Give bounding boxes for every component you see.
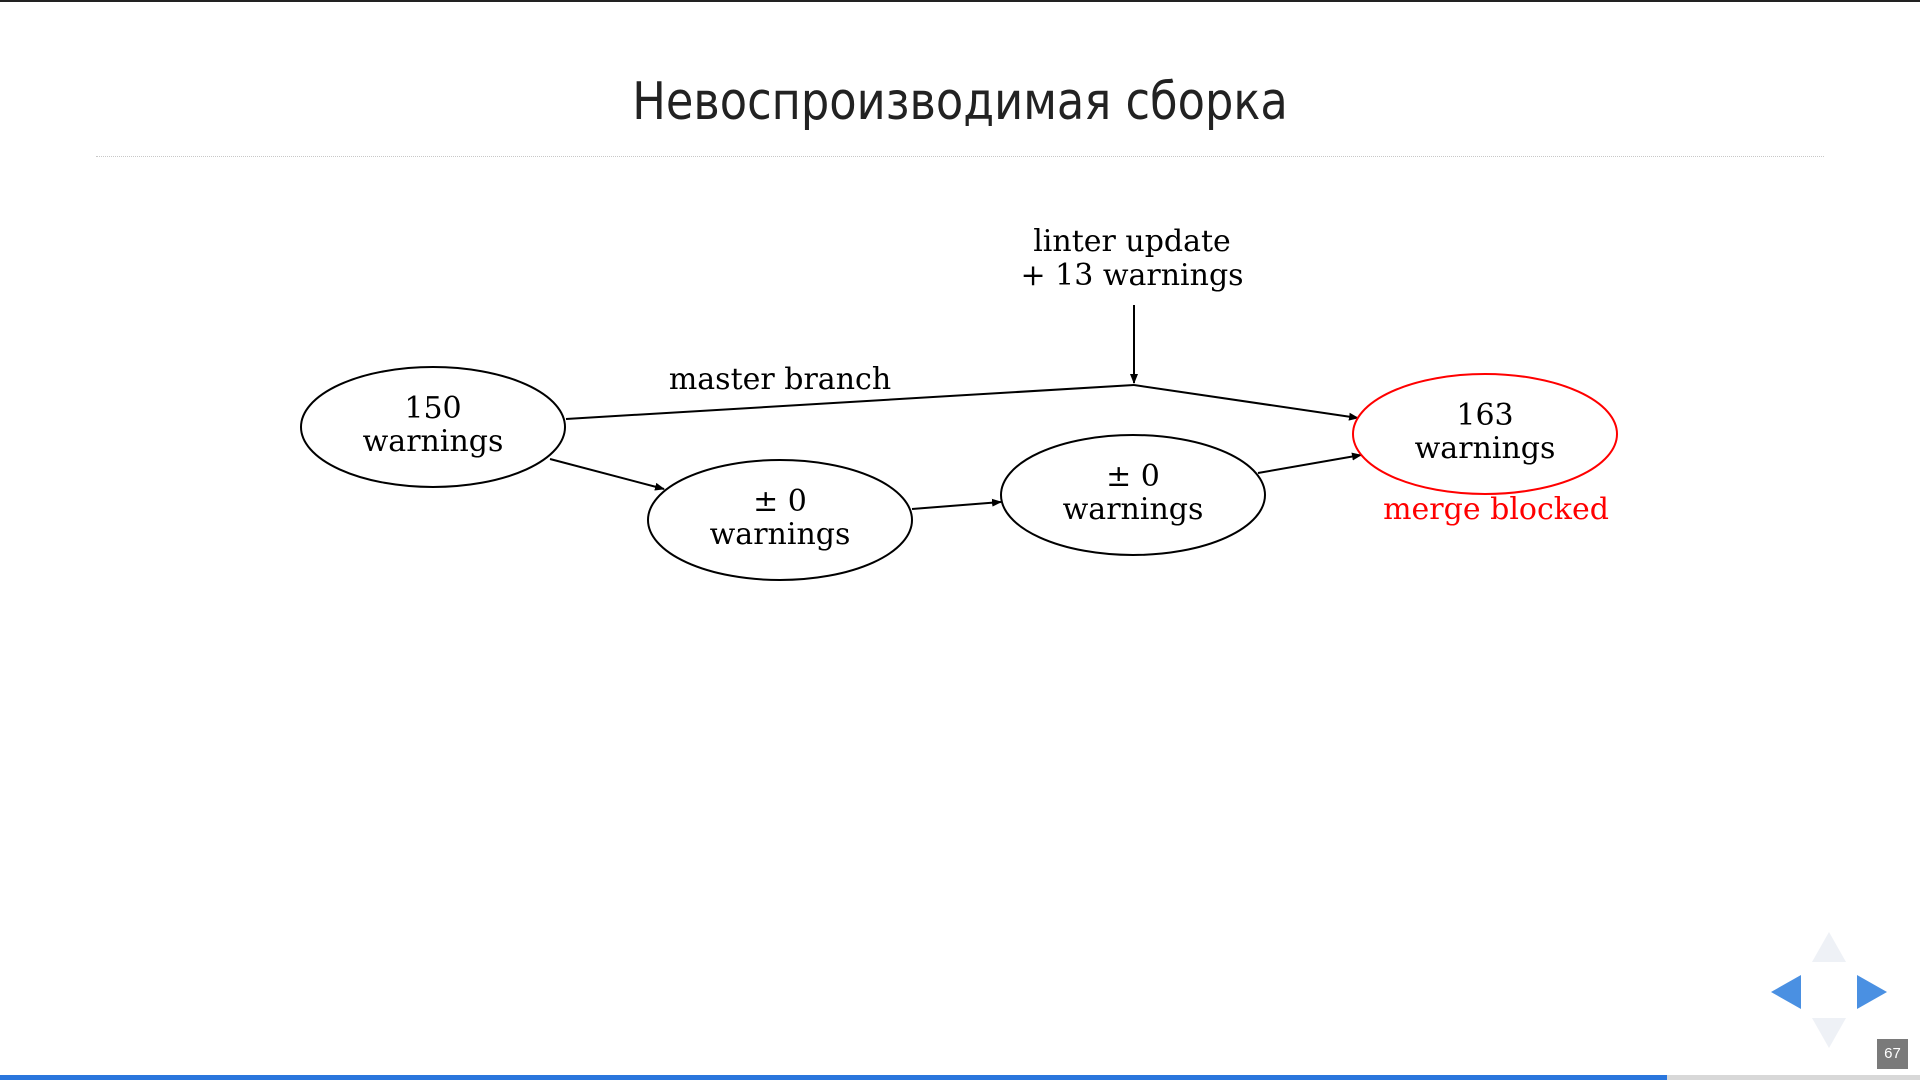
arrow-right-icon[interactable] xyxy=(1857,975,1887,1009)
arrow-left-icon[interactable] xyxy=(1771,975,1801,1009)
node-start-value: 150 xyxy=(404,391,461,426)
progress-bar-fill xyxy=(0,1075,1667,1080)
slide-title: Невоспроизводимая сборка xyxy=(632,72,1288,132)
node-start-label: warnings xyxy=(363,424,504,459)
node-mid1 xyxy=(647,459,913,581)
edge-master-branch xyxy=(565,384,1135,420)
node-mid2 xyxy=(1000,434,1266,556)
node-end-value: 163 xyxy=(1456,398,1513,433)
node-mid1-label: warnings xyxy=(710,517,851,552)
edge-mid1-to-mid2 xyxy=(911,498,1002,510)
node-end-label: warnings xyxy=(1415,431,1556,466)
node-mid2-label: warnings xyxy=(1063,492,1204,527)
progress-bar xyxy=(0,1075,1920,1080)
merge-blocked-label: merge blocked xyxy=(1383,492,1609,527)
node-mid1-value: ± 0 xyxy=(753,484,807,519)
node-mid2-value: ± 0 xyxy=(1106,459,1160,494)
arrow-up-icon[interactable] xyxy=(1812,932,1846,962)
top-border xyxy=(0,0,1920,2)
arrow-down-icon[interactable] xyxy=(1812,1018,1846,1048)
node-end xyxy=(1352,373,1618,495)
edge-start-to-mid1 xyxy=(549,458,665,491)
slide-number: 67 xyxy=(1877,1039,1908,1069)
linter-update-label: linter update xyxy=(1033,224,1231,259)
master-branch-label: master branch xyxy=(669,362,891,397)
node-start xyxy=(300,366,566,488)
edge-mid2-to-end xyxy=(1257,452,1362,474)
edge-merge-to-end xyxy=(1133,384,1359,421)
title-divider xyxy=(96,156,1824,157)
linter-warnings-label: + 13 warnings xyxy=(1020,258,1243,293)
